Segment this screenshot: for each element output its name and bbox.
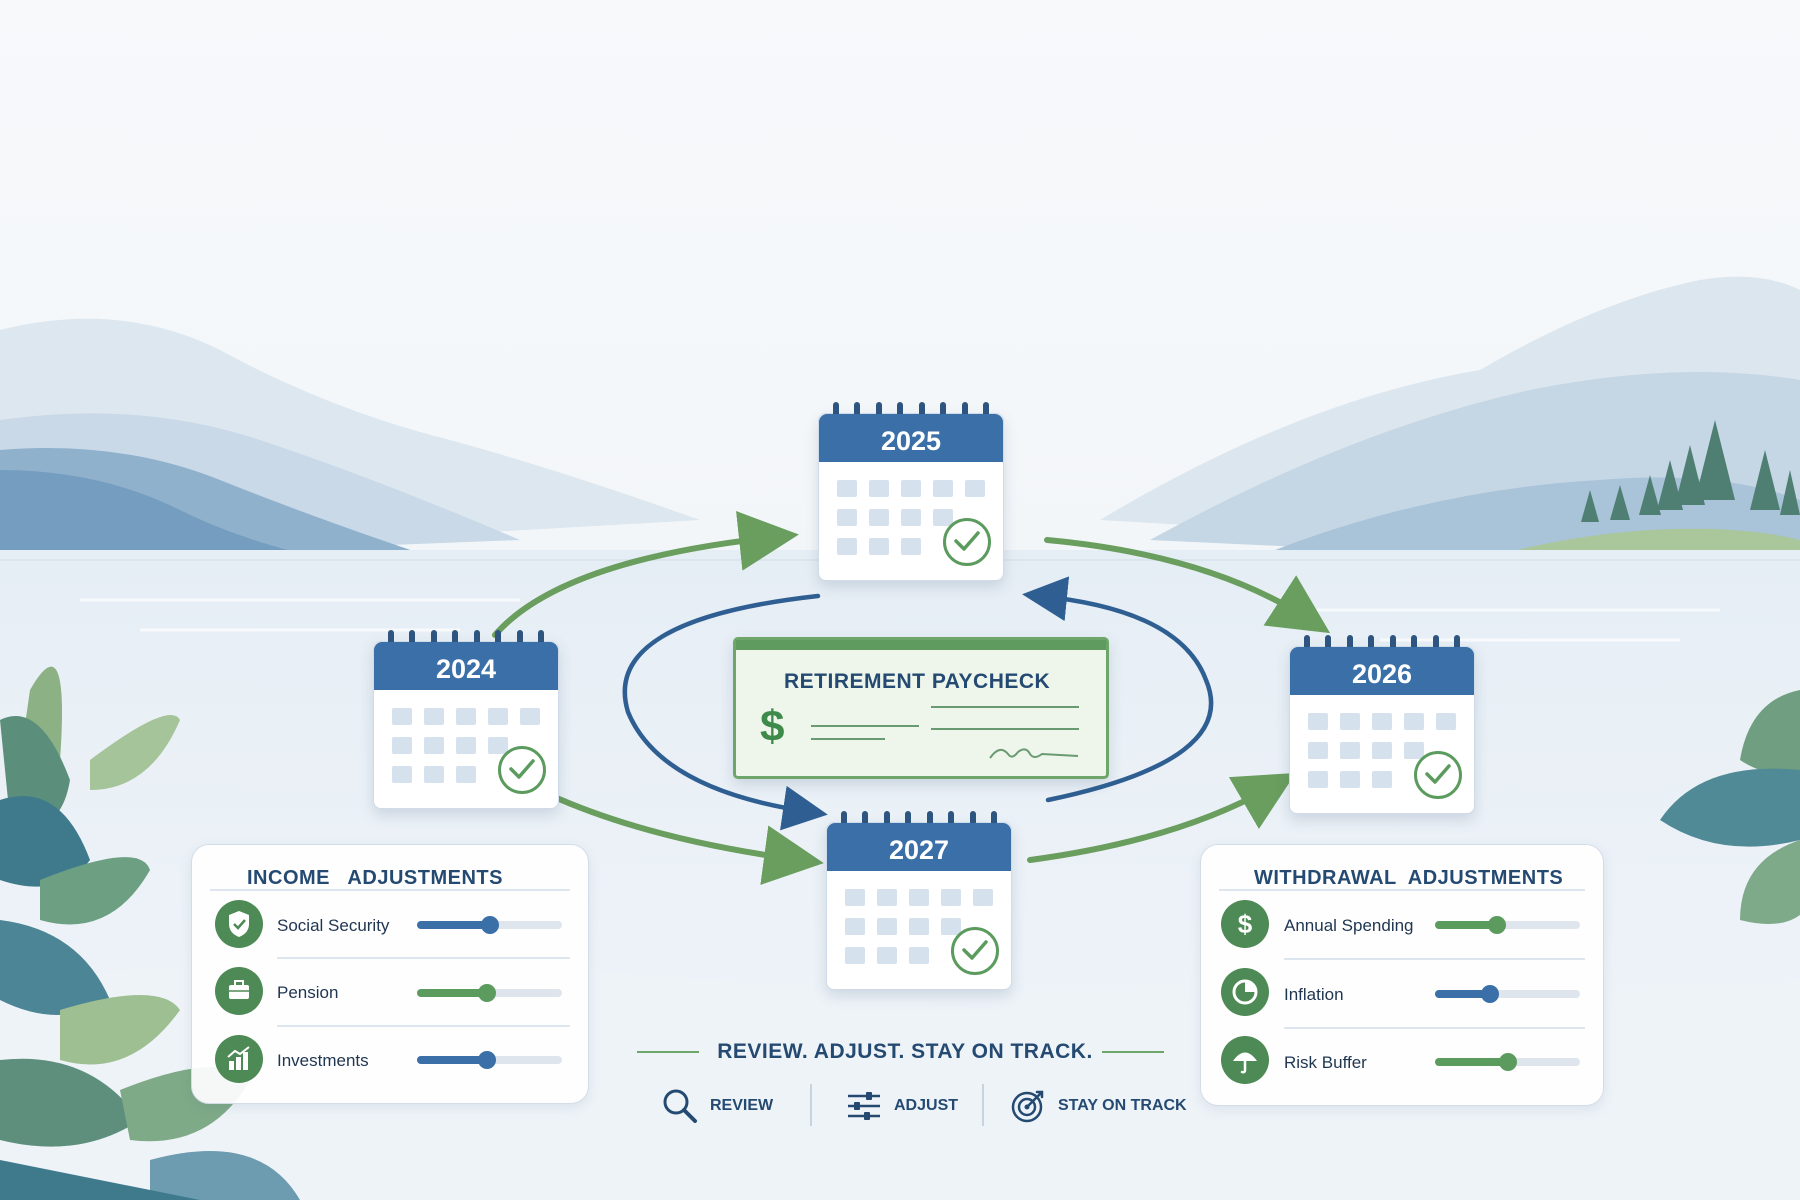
slider-fill <box>417 1056 487 1064</box>
pie-chart-icon <box>1221 968 1269 1016</box>
investments-slider[interactable] <box>417 1051 562 1069</box>
calendar-days-grid <box>1308 713 1456 788</box>
annual-spending-slider[interactable] <box>1435 916 1580 934</box>
check-icon <box>943 518 991 566</box>
slider-knob[interactable] <box>1481 985 1500 1003</box>
retirement-paycheck-card: RETIREMENT PAYCHECK $ <box>733 637 1109 779</box>
arrow-2026-to-2027 <box>1027 772 1296 863</box>
tagline-rule-right <box>1102 1051 1164 1053</box>
slider-fill <box>1435 990 1491 998</box>
arrow-2025-to-2026 <box>1044 537 1331 634</box>
paycheck-top-bar <box>736 640 1106 650</box>
calendar-year: 2025 <box>819 414 1003 462</box>
divider <box>1284 958 1585 960</box>
arrow-2024-to-2027 <box>547 792 824 885</box>
action-adjust: ADJUST <box>844 1086 958 1126</box>
paycheck-line <box>811 725 919 727</box>
action-label: STAY ON TRACK <box>1058 1097 1187 1114</box>
calendar-days-grid <box>845 889 993 964</box>
bar-chart-icon <box>215 1035 263 1083</box>
action-label: ADJUST <box>894 1097 959 1114</box>
paycheck-line <box>931 706 1079 708</box>
calendar-rings <box>841 811 997 831</box>
calendar-days-grid <box>392 708 540 783</box>
check-icon <box>498 746 546 794</box>
row-label: Annual Spending <box>1284 916 1414 935</box>
panel-title: INCOME ADJUSTMENTS <box>247 867 503 889</box>
arrow-2024-to-2025 <box>492 511 799 638</box>
withdrawal-adjustments-panel: WITHDRAWAL ADJUSTMENTS $ Annual Spending… <box>1200 844 1604 1106</box>
paycheck-line <box>811 738 885 740</box>
divider <box>982 1084 984 1126</box>
slider-fill <box>1435 921 1498 929</box>
divider <box>210 889 570 891</box>
slider-knob[interactable] <box>477 1051 496 1069</box>
slider-knob[interactable] <box>477 984 496 1002</box>
row-label: Inflation <box>1284 985 1344 1004</box>
calendar-rings <box>833 402 989 422</box>
umbrella-icon <box>1221 1036 1269 1084</box>
loop-arrow-right <box>1022 576 1214 803</box>
paycheck-title: RETIREMENT PAYCHECK <box>784 670 1051 693</box>
divider <box>277 1025 570 1027</box>
target-icon <box>1011 1090 1044 1123</box>
divider <box>277 957 570 959</box>
magnifier-icon <box>663 1089 697 1123</box>
panel-title: WITHDRAWAL ADJUSTMENTS <box>1254 867 1564 889</box>
dollar-sign: $ <box>760 702 785 751</box>
pension-slider[interactable] <box>417 984 562 1002</box>
calendar-days-grid <box>837 480 985 555</box>
tagline-rule-left <box>637 1051 699 1053</box>
calendar-rings <box>1304 635 1460 655</box>
check-icon <box>1414 751 1462 799</box>
slider-knob[interactable] <box>1488 916 1507 934</box>
action-stay-on-track: STAY ON TRACK <box>1008 1086 1187 1126</box>
calendar-rings <box>388 630 544 650</box>
check-icon <box>951 927 999 975</box>
svg-text:$: $ <box>1238 909 1253 939</box>
income-adjustments-panel: INCOME ADJUSTMENTS Social Security Pensi… <box>191 844 589 1104</box>
loop-arrow-left <box>622 593 828 831</box>
slider-fill <box>417 989 487 997</box>
action-label: REVIEW <box>710 1097 774 1114</box>
calendar-2026: 2026 <box>1289 635 1475 814</box>
divider <box>810 1084 812 1126</box>
row-label: Social Security <box>277 916 390 935</box>
action-review: REVIEW <box>660 1086 773 1126</box>
divider <box>1284 1027 1585 1029</box>
row-label: Risk Buffer <box>1284 1053 1367 1072</box>
calendar-2024: 2024 <box>373 630 559 809</box>
shield-check-icon <box>215 900 263 948</box>
slider-fill <box>1435 1058 1508 1066</box>
tagline: REVIEW. ADJUST. STAY ON TRACK. <box>717 1040 1093 1063</box>
slider-knob[interactable] <box>1498 1053 1517 1071</box>
calendar-year: 2024 <box>374 642 558 690</box>
dollar-icon: $ <box>1221 900 1269 948</box>
slider-fill <box>417 921 490 929</box>
calendar-year: 2027 <box>827 823 1011 871</box>
slider-knob[interactable] <box>480 916 499 934</box>
calendar-year: 2026 <box>1290 647 1474 695</box>
risk-buffer-slider[interactable] <box>1435 1053 1580 1071</box>
briefcase-icon <box>215 967 263 1015</box>
divider <box>1219 889 1585 891</box>
calendar-2027: 2027 <box>826 811 1012 990</box>
row-label: Investments <box>277 1051 369 1070</box>
row-label: Pension <box>277 983 339 1002</box>
inflation-slider[interactable] <box>1435 985 1580 1003</box>
sliders-icon <box>848 1092 880 1120</box>
social-security-slider[interactable] <box>417 916 562 934</box>
paycheck-line <box>931 728 1079 730</box>
signature-icon <box>989 748 1079 759</box>
calendar-2025: 2025 <box>818 402 1004 581</box>
